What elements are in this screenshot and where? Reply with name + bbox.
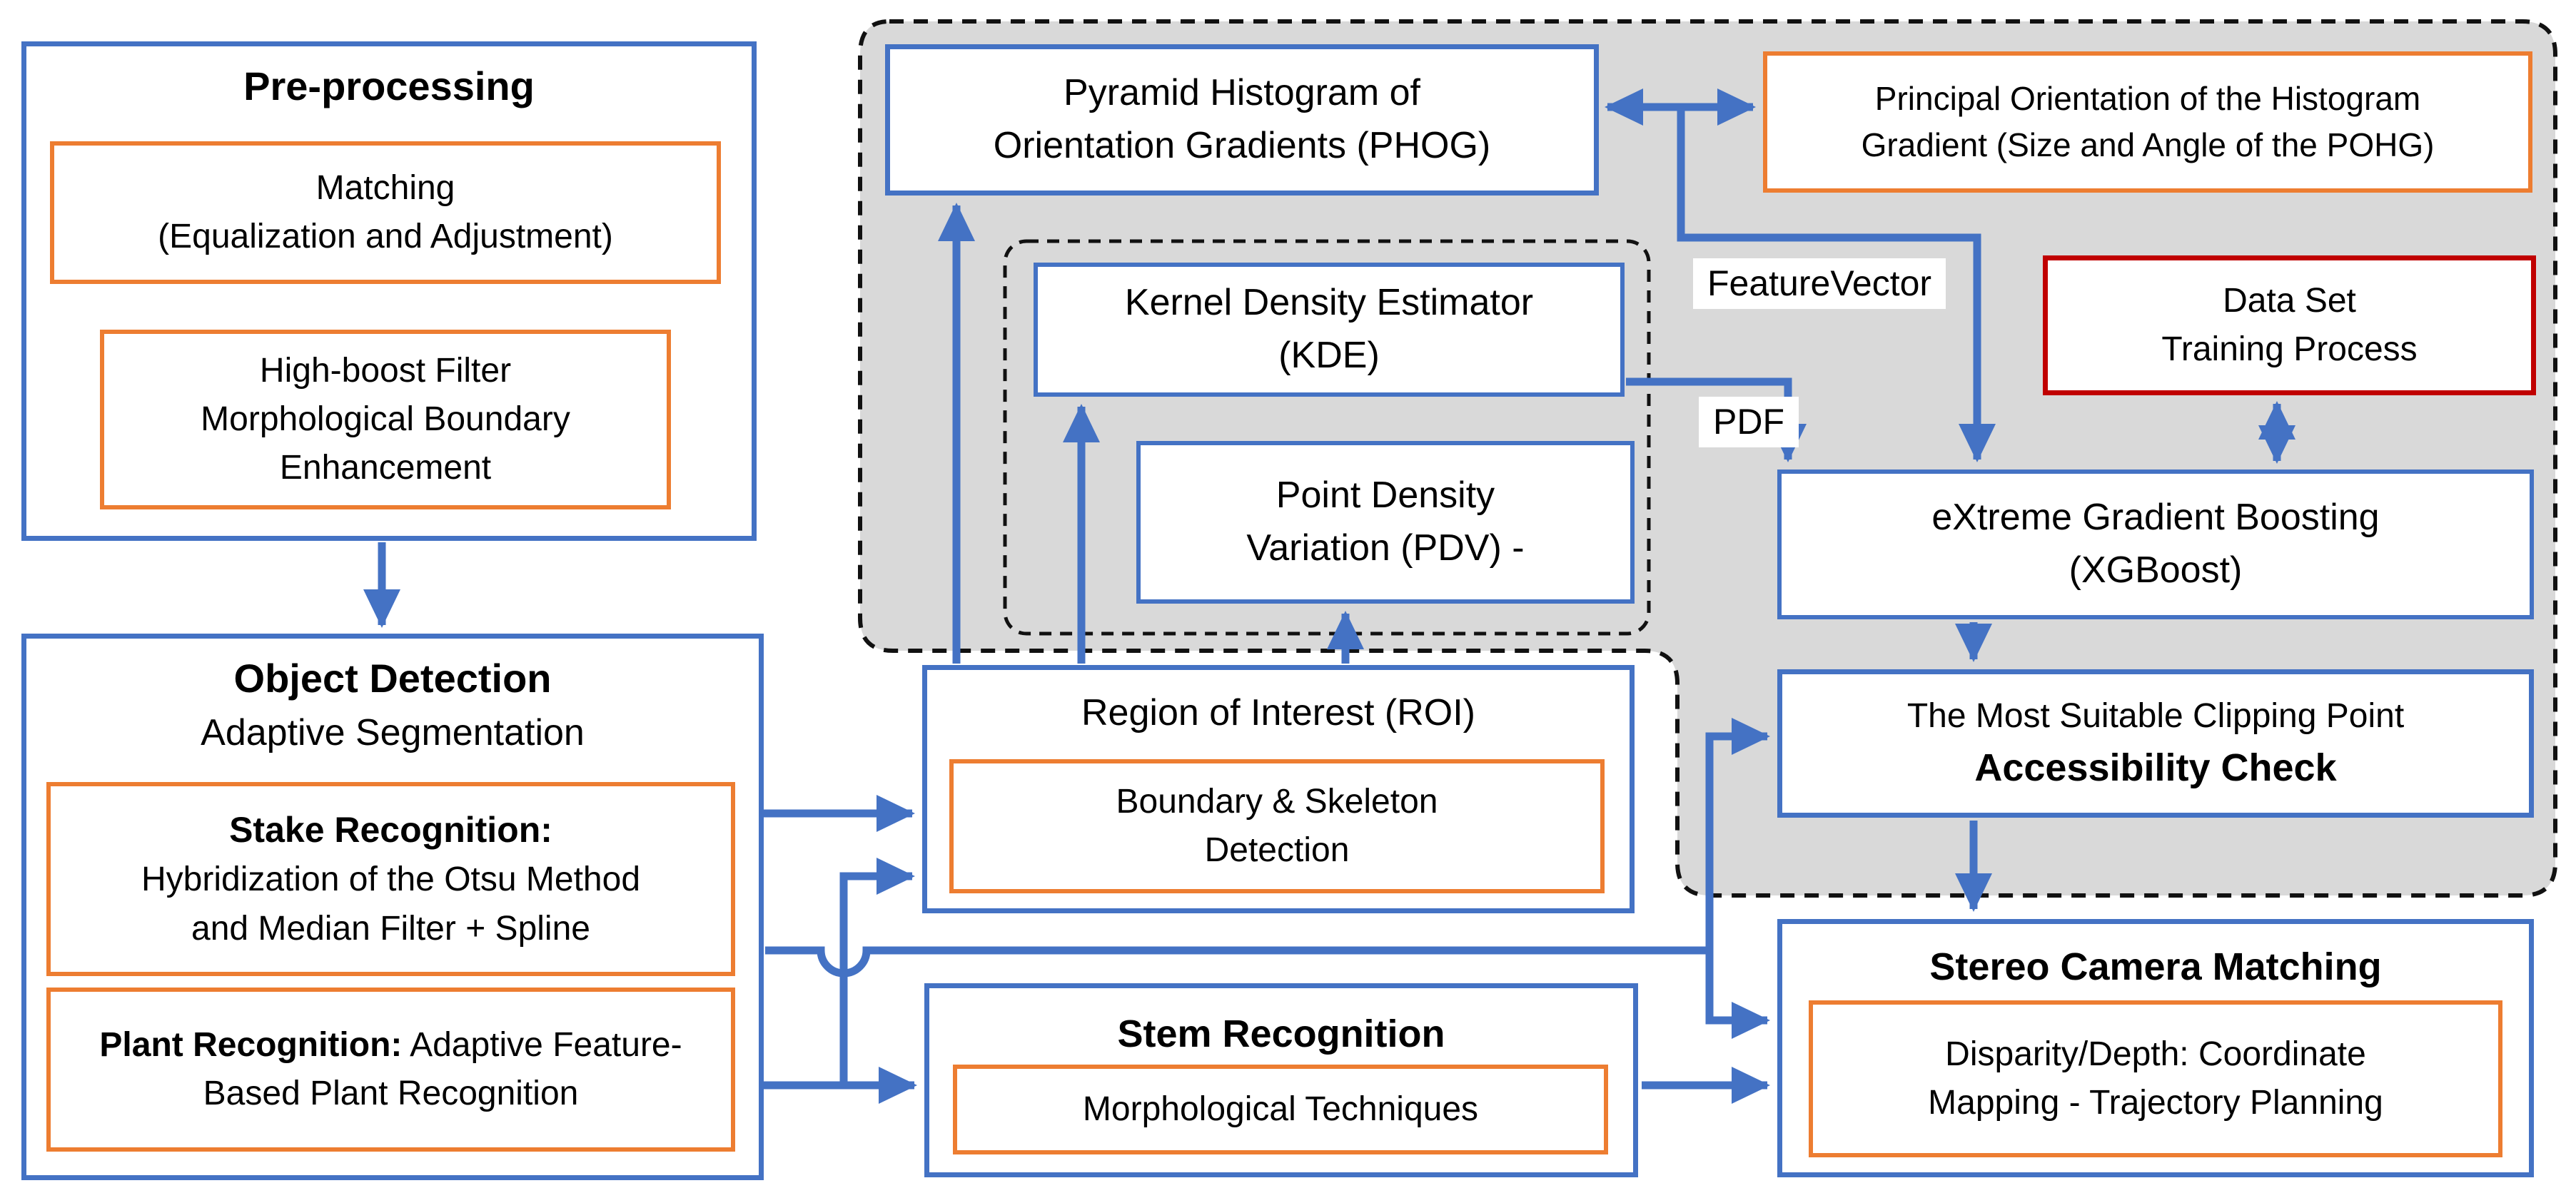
disparity-depth-box: Disparity/Depth: Coordinate Mapping - Tr… [1809,1000,2502,1157]
arrow-plant-to-roi [839,858,915,1085]
plant-text: Plant Recognition: Adaptive Feature-Base… [79,1021,702,1118]
plant-title: Plant Recognition: [99,1025,403,1064]
stake-body: Hybridization of the Otsu Method and Med… [141,861,641,948]
arrow-junction-to-accessibility [1705,718,1770,955]
plant-recognition-box: Plant Recognition: Adaptive Feature-Base… [46,988,735,1152]
roi-title: Region of Interest (ROI) [1081,692,1475,733]
matching-text: Matching (Equalization and Adjustment) [158,168,613,255]
xgboost-text: eXtreme Gradient Boosting (XGBoost) [1931,497,2380,591]
arrow-featurevector-to-xgboost [1677,111,1996,462]
morphological-techniques-box: Morphological Techniques [953,1065,1608,1154]
kde-text: Kernel Density Estimator (KDE) [1124,282,1534,376]
pdv-box: Point Density Variation (PDV) - [1136,441,1635,604]
pre-processing-title: Pre-processing [243,64,535,108]
phog-box: Pyramid Histogram of Orientation Gradien… [885,44,1599,196]
object-detection-title: Object Detection [233,656,552,701]
boundary-skeleton-box: Boundary & Skeleton Detection [949,759,1605,893]
matching-box: Matching (Equalization and Adjustment) [50,141,721,284]
high-boost-box: High-boost Filter Morphological Boundary… [100,330,671,509]
feature-vector-label: FeatureVector [1693,258,1946,309]
arrow-junction-to-stereo [1705,946,1770,1039]
stake-title: Stake Recognition: [229,810,552,851]
object-detection-subtitle: Adaptive Segmentation [201,711,585,753]
kde-box: Kernel Density Estimator (KDE) [1034,263,1625,397]
pohg-box: Principal Orientation of the Histogram G… [1763,51,2532,193]
stereo-camera-title: Stereo Camera Matching [1929,945,2382,988]
pohg-text: Principal Orientation of the Histogram G… [1861,79,2435,163]
density-estimation-container [1003,239,1651,636]
data-set-text: Data Set Training Process [2161,281,2418,368]
pdf-label: PDF [1699,397,1799,447]
line-stake-to-junction [765,946,1709,978]
morphological-techniques-text: Morphological Techniques [1082,1090,1479,1128]
disparity-depth-text: Disparity/Depth: Coordinate Mapping - Tr… [1928,1035,2383,1122]
xgboost-box: eXtreme Gradient Boosting (XGBoost) [1777,469,2534,619]
plant-body: Adaptive Feature-Based Plant Recognition [203,1025,682,1112]
phog-text: Pyramid Histogram of Orientation Gradien… [993,72,1491,166]
boundary-skeleton-text: Boundary & Skeleton Detection [1116,782,1438,869]
accessibility-check-text: Accessibility Check [1974,746,2337,789]
data-set-box: Data Set Training Process [2043,255,2536,395]
clipping-point-text: The Most Suitable Clipping Point [1906,696,2405,735]
stake-recognition-box: Stake Recognition: Hybridization of the … [46,782,735,976]
stem-recognition-title: Stem Recognition [1117,1012,1445,1055]
high-boost-text: High-boost Filter Morphological Boundary… [201,351,570,487]
accessibility-check-box: The Most Suitable Clipping Point Accessi… [1777,669,2534,818]
pdv-text: Point Density Variation (PDV) - [1246,474,1525,569]
